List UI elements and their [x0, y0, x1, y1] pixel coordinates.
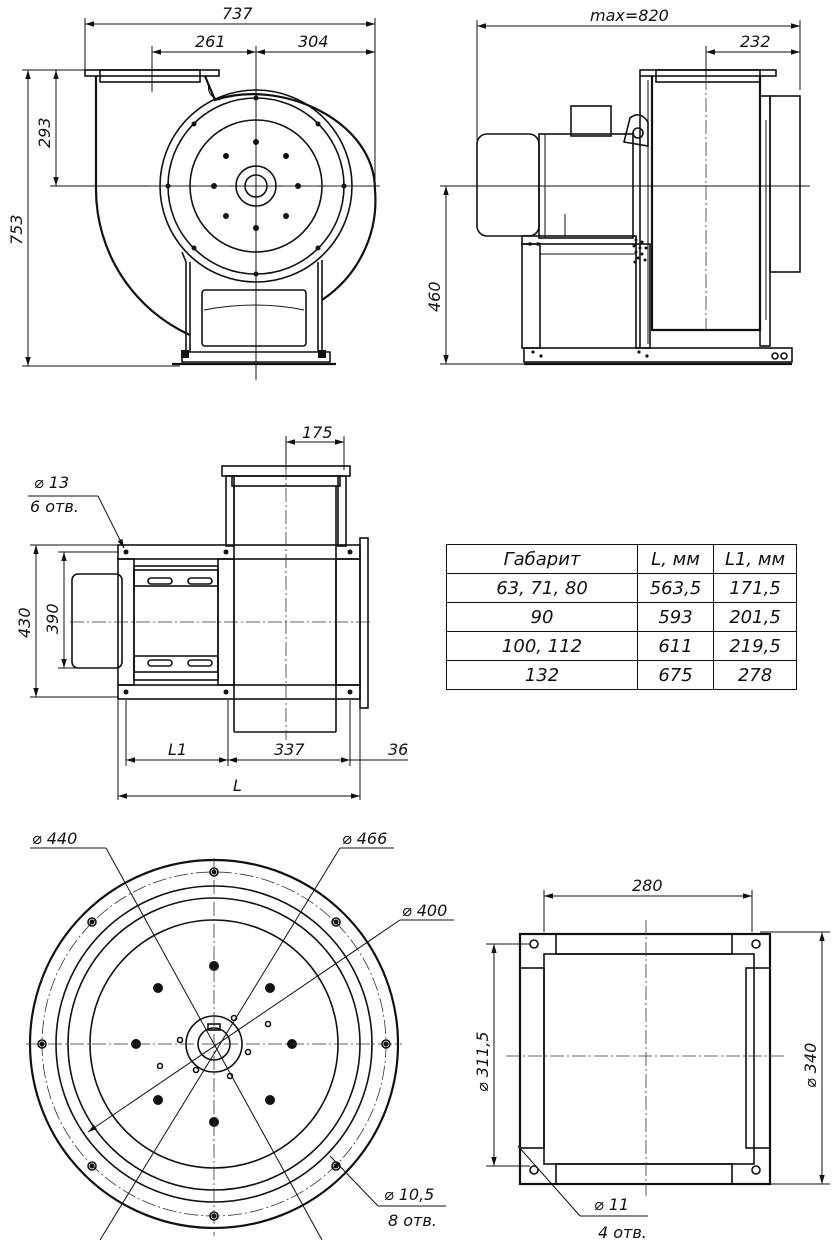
hole-count-outlet: 4 отв.: [598, 1223, 647, 1242]
hole-count-inlet: 8 отв.: [388, 1211, 437, 1230]
header-size: Габарит: [446, 544, 638, 574]
dim-width-inner: 390: [43, 603, 62, 634]
cell-l: 563,5: [637, 573, 714, 603]
cell-size: 132: [446, 660, 638, 690]
dim-left-to-axis: 261: [195, 32, 226, 51]
hole-size-outlet: ⌀ 11: [594, 1195, 629, 1214]
side-view: max=820 232 460: [425, 6, 810, 366]
dim-axis-to-right: 304: [298, 32, 329, 51]
hole-count-plan: 6 отв.: [30, 497, 79, 516]
cell-l1: 171,5: [713, 573, 797, 603]
dim-l1: L1: [168, 740, 187, 759]
casing-hole-pattern: [632, 238, 648, 264]
cell-l1: 219,5: [713, 631, 797, 661]
dim-overall-height: 753: [7, 214, 26, 245]
dim-outlet-outer: ⌀ 340: [801, 1043, 820, 1088]
cell-l: 611: [637, 631, 714, 661]
dim-flange: 36: [388, 740, 408, 759]
cell-l: 675: [637, 660, 714, 690]
dim-d1: ⌀ 440: [32, 829, 77, 848]
dim-d3: ⌀ 400: [402, 901, 447, 920]
dim-width-outer: 430: [15, 607, 34, 638]
dim-overall-width: 737: [222, 4, 253, 23]
table-row: 63, 71, 80 563,5 171,5: [446, 573, 797, 603]
dim-d2: ⌀ 466: [342, 829, 387, 848]
dim-outlet-offset: 232: [740, 32, 771, 51]
inlet-flange-view: ⌀ 440 ⌀ 466 ⌀ 400 ⌀ 10,5 8 отв.: [26, 829, 454, 1241]
spec-table-header: Габарит L, мм L1, мм: [446, 544, 797, 574]
plan-view: 175 ⌀ 13 6 отв. 430 390: [15, 423, 408, 800]
dim-max-length: max=820: [590, 6, 669, 25]
front-view: 737 261 304 293 753: [7, 4, 380, 380]
cell-size: 63, 71, 80: [446, 573, 638, 603]
header-l: L, мм: [637, 544, 714, 574]
cell-size: 100, 112: [446, 631, 638, 661]
cell-size: 90: [446, 602, 638, 632]
outlet-flange-view: 280 ⌀ 311,5 ⌀ 340 ⌀ 11 4 отв.: [473, 876, 830, 1242]
cell-l1: 278: [713, 660, 797, 690]
dim-outlet-inner: ⌀ 311,5: [473, 1031, 492, 1092]
cell-l1: 201,5: [713, 602, 797, 632]
spec-table: Габарит L, мм L1, мм 63, 71, 80 563,5 17…: [446, 544, 797, 690]
dim-l: L: [233, 776, 242, 795]
dim-outlet-offset-plan: 175: [302, 423, 333, 442]
header-l1: L1, мм: [713, 544, 797, 574]
hole-size-inlet: ⌀ 10,5: [384, 1185, 434, 1204]
dim-axis-height: 460: [425, 281, 444, 312]
dim-mid: 337: [274, 740, 305, 759]
table-row: 100, 112 611 219,5: [446, 631, 797, 661]
table-row: 90 593 201,5: [446, 602, 797, 632]
cell-l: 593: [637, 602, 714, 632]
dim-outlet-width: 280: [632, 876, 663, 895]
dim-outlet-to-axis: 293: [35, 117, 54, 148]
hole-size-plan: ⌀ 13: [34, 473, 69, 492]
table-row: 132 675 278: [446, 660, 797, 690]
